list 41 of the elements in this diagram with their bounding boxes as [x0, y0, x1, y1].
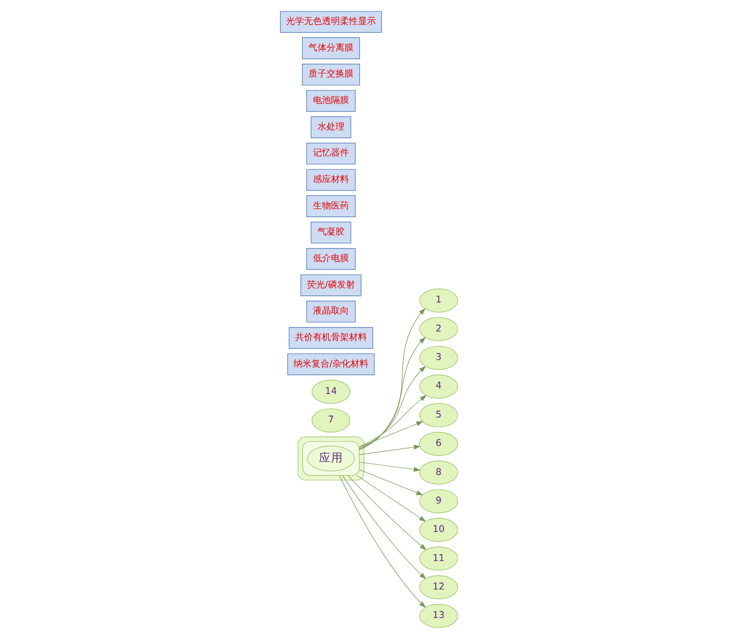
arrow	[342, 475, 426, 580]
node-box: 质子交换膜	[302, 64, 360, 86]
node-ellipse: 应用	[306, 446, 354, 472]
node-box: 低介电膜	[306, 248, 356, 270]
arrow	[338, 475, 426, 608]
node-box: 生物医药	[306, 195, 356, 218]
arrow	[358, 336, 426, 450]
node-box: 电池隔膜	[306, 90, 356, 112]
node-ellipse: 4	[418, 374, 458, 398]
node-ellipse: 13	[418, 604, 458, 628]
node-box: 纳米复合/杂化材料	[286, 353, 374, 376]
node-box: 水处理	[310, 116, 351, 138]
node-box: 感应材料	[306, 169, 356, 191]
node-box: 液晶取向	[306, 300, 356, 322]
node-ellipse: 7	[311, 408, 350, 432]
arrow	[346, 475, 426, 550]
node-ellipse: 12	[418, 575, 458, 600]
node-box: 气凝胶	[310, 222, 351, 244]
node-ellipse: 3	[418, 346, 458, 370]
node-ellipse: 5	[418, 403, 458, 428]
arrow	[358, 444, 420, 455]
node-box: 气体分离膜	[302, 37, 360, 60]
node-box: 记忆器件	[306, 142, 356, 164]
node-ellipse: 14	[311, 380, 350, 404]
node-box: 光学无色透明柔性显示	[280, 11, 382, 33]
arrow	[358, 421, 423, 448]
node-ellipse: 2	[418, 317, 458, 342]
node-ellipse: 9	[418, 489, 458, 514]
node-ellipse: 1	[418, 288, 458, 312]
node-box: 荧光/磷发射	[300, 274, 361, 296]
node-box: 共价有机骨架材料	[288, 327, 373, 349]
arrow	[358, 462, 420, 472]
node-ellipse: 6	[418, 432, 458, 456]
arrow	[358, 308, 426, 450]
arrow	[358, 366, 426, 449]
node-ellipse: 8	[418, 460, 458, 485]
node-ellipse: 10	[418, 518, 458, 542]
node-ellipse: 11	[418, 546, 458, 571]
arrow	[358, 394, 426, 448]
arrow	[356, 475, 426, 522]
arrow	[358, 469, 423, 496]
